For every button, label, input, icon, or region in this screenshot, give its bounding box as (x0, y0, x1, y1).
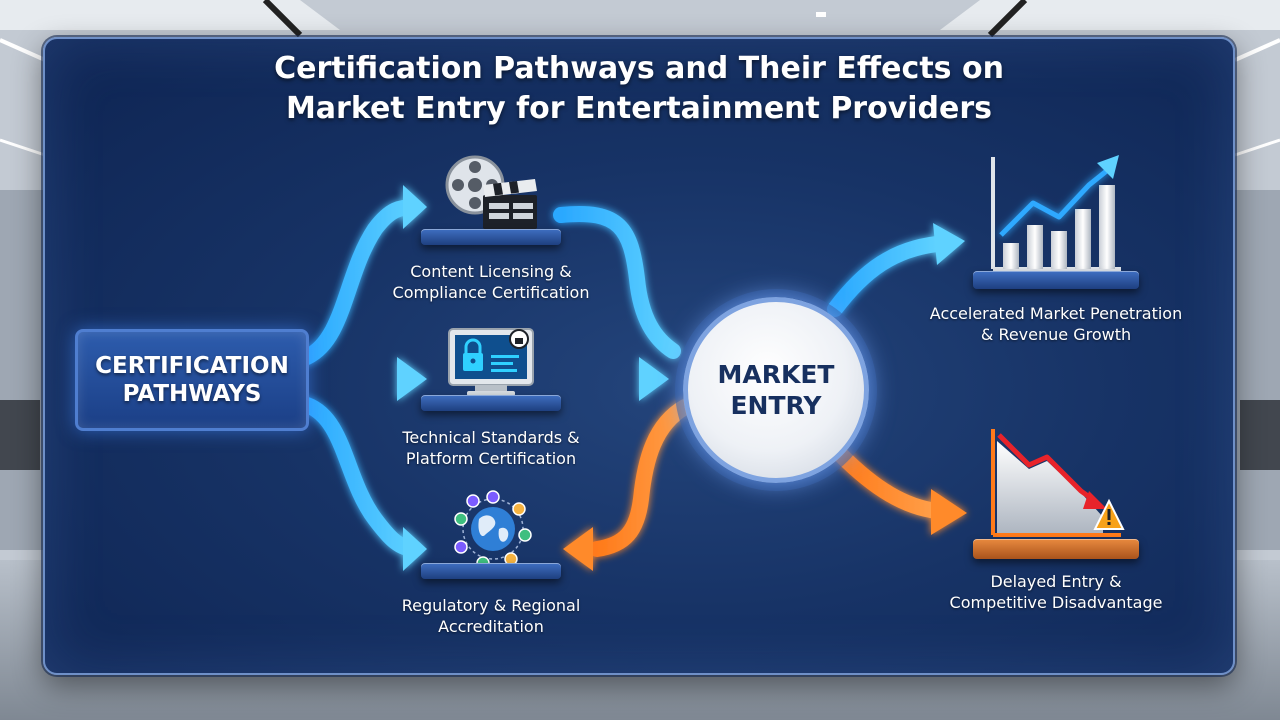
market-entry-hub: MARKET ENTRY (683, 297, 869, 483)
monitor-lock-icon (448, 328, 534, 396)
arrow-technical-to-hub (553, 357, 669, 401)
arrow-content-to-hub (553, 206, 681, 359)
regulatory-platform (421, 563, 561, 579)
arrow-hub-to-regulatory (563, 399, 693, 571)
delayed-platform (973, 539, 1139, 559)
arrow-source-to-technical (299, 357, 427, 401)
title-line-1: Certification Pathways and Their Effects… (274, 51, 1004, 86)
diagram-title: Certification Pathways and Their Effects… (45, 49, 1233, 129)
accelerated-platform (973, 271, 1139, 289)
film-reel-clapperboard-icon (445, 155, 537, 229)
technical-standards-label: Technical Standards & Platform Certifica… (402, 428, 580, 468)
arrow-source-to-content (299, 185, 427, 365)
content-licensing-platform (421, 229, 561, 245)
globe-network-icon (454, 490, 532, 569)
rising-bar-chart-icon (991, 155, 1121, 271)
diagram-board: Certification Pathways and Their Effects… (43, 37, 1235, 675)
arrow-source-to-regulatory (299, 397, 427, 571)
certification-pathways-label: CERTIFICATION PATHWAYS (95, 353, 289, 407)
arrow-hub-to-accelerated (827, 223, 965, 317)
declining-chart-warning-icon (991, 429, 1125, 537)
technical-standards-platform (421, 395, 561, 411)
delayed-label: Delayed Entry & Competitive Disadvantage (949, 572, 1163, 612)
arrow-hub-to-delayed (833, 447, 967, 535)
accelerated-label: Accelerated Market Penetration & Revenue… (929, 304, 1183, 344)
title-line-2: Market Entry for Entertainment Providers (285, 91, 993, 126)
flow-diagram (299, 185, 967, 571)
certification-pathways-node: CERTIFICATION PATHWAYS (75, 329, 309, 431)
content-licensing-label: Content Licensing & Compliance Certifica… (392, 262, 590, 302)
regulatory-label: Regulatory & Regional Accreditation (401, 596, 581, 636)
market-entry-label: MARKET ENTRY (717, 360, 835, 420)
